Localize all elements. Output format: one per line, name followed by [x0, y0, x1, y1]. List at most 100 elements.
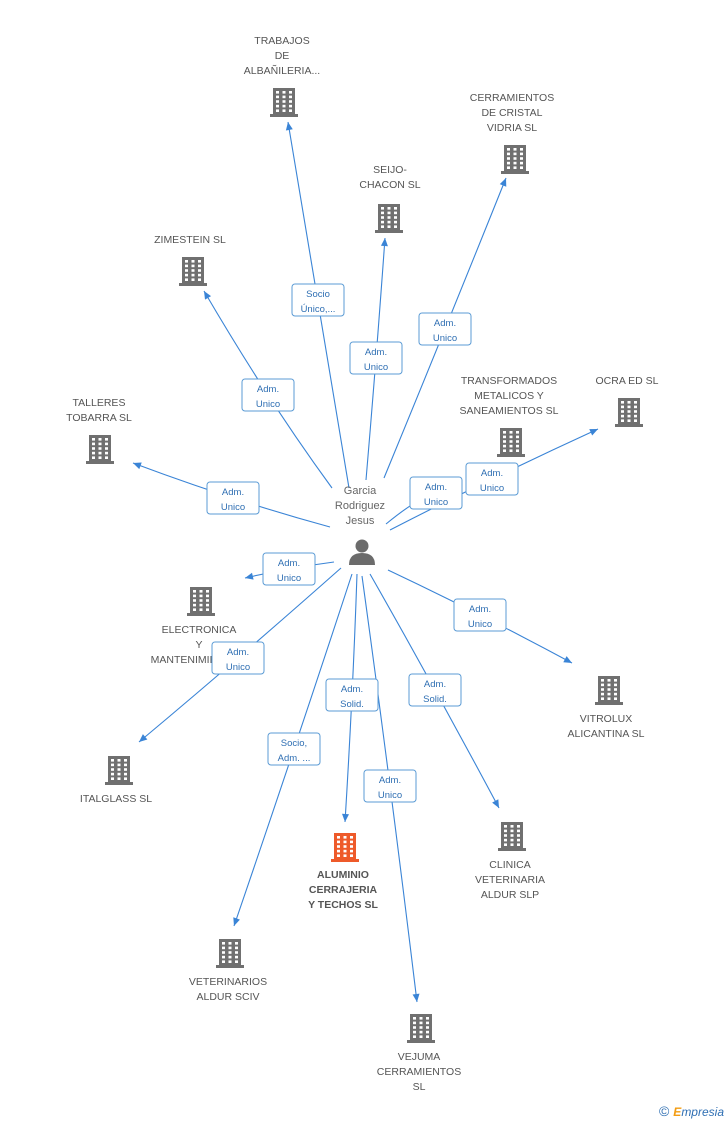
company-name-line: ALBAÑILERIA... [244, 64, 320, 77]
company-name-line: CERRAJERIA [309, 884, 378, 896]
company-node-italglass[interactable]: ITALGLASS SL [80, 756, 152, 805]
center-name-line: Rodriguez [335, 500, 385, 512]
building-icon [497, 428, 525, 457]
company-name-line: ALUMINIO [317, 869, 369, 881]
brand-footer: ©Empresia [659, 1103, 724, 1119]
edge-label-line: Unico [424, 497, 448, 508]
edge-label-ocra[interactable]: Adm. Unico [465, 462, 519, 496]
edge-label-trabajos[interactable]: SocioÚnico,... [291, 283, 345, 317]
edge-label-line: Unico [433, 333, 457, 344]
company-name-line: SANEAMIENTOS SL [459, 405, 558, 417]
arrow-head-icon [589, 429, 598, 436]
building-icon [216, 939, 244, 968]
building-icon [179, 257, 207, 286]
company-name-line: OCRA ED SL [595, 375, 658, 387]
company-name-line: DE [275, 50, 290, 62]
edge-label-vejuma[interactable]: Adm.Unico [363, 769, 417, 803]
arrow-head-icon [133, 462, 142, 470]
arrow-head-icon [380, 238, 388, 247]
company-name-line: CERRAMIENTOS [377, 1066, 461, 1078]
arrow-head-icon [499, 178, 507, 187]
center-name-line: Jesus [346, 515, 375, 527]
edge-labels-layer: SocioÚnico,...Adm.UnicoAdm.UnicoAdm.Unic… [206, 283, 519, 803]
company-name-line: TRANSFORMADOS [461, 375, 557, 387]
company-name-line: CHACON SL [359, 179, 420, 191]
edge-label-electronica[interactable]: Adm. Unico [262, 552, 316, 586]
company-node-seijo[interactable]: SEIJO- CHACON SL [359, 164, 421, 233]
company-name-line: VITROLUX [580, 713, 633, 725]
copyright-icon: © [658, 1103, 670, 1119]
arrow-head-icon [412, 993, 420, 1002]
company-node-zimestein[interactable]: ZIMESTEIN SL [154, 234, 226, 286]
company-name-line: VETERINARIA [475, 874, 545, 886]
arrow-head-icon [341, 813, 349, 822]
edge-label-transformados[interactable]: Adm.Unico [409, 476, 463, 510]
building-icon [86, 435, 114, 464]
building-icon [501, 145, 529, 174]
edge-label-line: Adm. ... [278, 753, 311, 764]
center-name-line: Garcia [344, 485, 377, 497]
edge-label-line: Unico [480, 483, 504, 494]
edge-label-line: Adm. [469, 604, 491, 615]
edge-label-line: Solid. [423, 694, 447, 705]
edge-label-seijo[interactable]: Adm.Unico [349, 341, 403, 375]
company-name-line: ALDUR SLP [481, 889, 539, 901]
edge-label-line: Socio, [281, 738, 307, 749]
company-name-line: TALLERES [73, 397, 126, 409]
edge-label-line: Adm. [257, 384, 279, 395]
building-icon [615, 398, 643, 427]
company-node-ocra[interactable]: OCRA ED SL [595, 375, 659, 427]
edge-label-line: Adm. [278, 558, 300, 569]
building-icon [187, 587, 215, 616]
edge-label-line: Adm. [365, 347, 387, 358]
edge-label-zimestein[interactable]: Adm. Unico [241, 378, 295, 412]
company-name-line: VETERINARIOS [189, 976, 267, 988]
edge-label-line: Unico [277, 573, 301, 584]
company-node-vejuma[interactable]: VEJUMA CERRAMIENTOS SL [377, 1014, 461, 1093]
building-icon [105, 756, 133, 785]
company-name-line: DE CRISTAL [481, 107, 542, 119]
edge-label-aluminio[interactable]: Adm.Solid. [325, 678, 379, 712]
arrow-head-icon [563, 656, 572, 663]
arrow-head-icon [204, 291, 212, 300]
company-name-line: VEJUMA [398, 1051, 441, 1063]
edge-label-line: Adm. [424, 679, 446, 690]
company-node-cerramientos[interactable]: CERRAMIENTOS DE CRISTAL VIDRIA SL [470, 92, 554, 174]
edge-label-line: Adm. [222, 487, 244, 498]
edge-label-cerramientos[interactable]: Adm. Unico [418, 312, 472, 346]
edge-label-italglass[interactable]: Adm.Unico [211, 641, 265, 675]
edge-label-line: Unico [378, 790, 402, 801]
brand-logo-text: mpresia [681, 1105, 724, 1119]
company-name-line: SEIJO- [373, 164, 407, 176]
edge-label-clinica[interactable]: Adm. Solid. [408, 673, 462, 707]
edge-label-talleres[interactable]: Adm.Unico [206, 481, 260, 515]
company-name-line: CERRAMIENTOS [470, 92, 554, 104]
company-name-line: CLINICA [489, 859, 530, 871]
edge-label-veterinarios[interactable]: Socio, Adm. ... [267, 732, 321, 766]
building-icon [595, 676, 623, 705]
arrow-head-icon [285, 122, 293, 131]
building-icon [375, 204, 403, 233]
edge-label-vitrolux[interactable]: Adm.Unico [453, 598, 507, 632]
edge-label-line: Unico [256, 399, 280, 410]
company-name-line: ITALGLASS SL [80, 793, 152, 805]
company-node-clinica[interactable]: CLINICA VETERINARIA ALDUR SLP [475, 822, 545, 901]
building-icon [270, 88, 298, 117]
company-name-line: ELECTRONICA [162, 624, 237, 636]
edge-label-line: Adm. [481, 468, 503, 479]
company-name-line: SL [413, 1081, 426, 1093]
company-node-trabajos[interactable]: TRABAJOSDEALBAÑILERIA... [244, 35, 320, 117]
brand-logo-initial: E [673, 1105, 682, 1119]
company-name-line: VIDRIA SL [487, 122, 537, 134]
edge-label-line: Adm. [434, 318, 456, 329]
arrow-head-icon [245, 572, 254, 580]
